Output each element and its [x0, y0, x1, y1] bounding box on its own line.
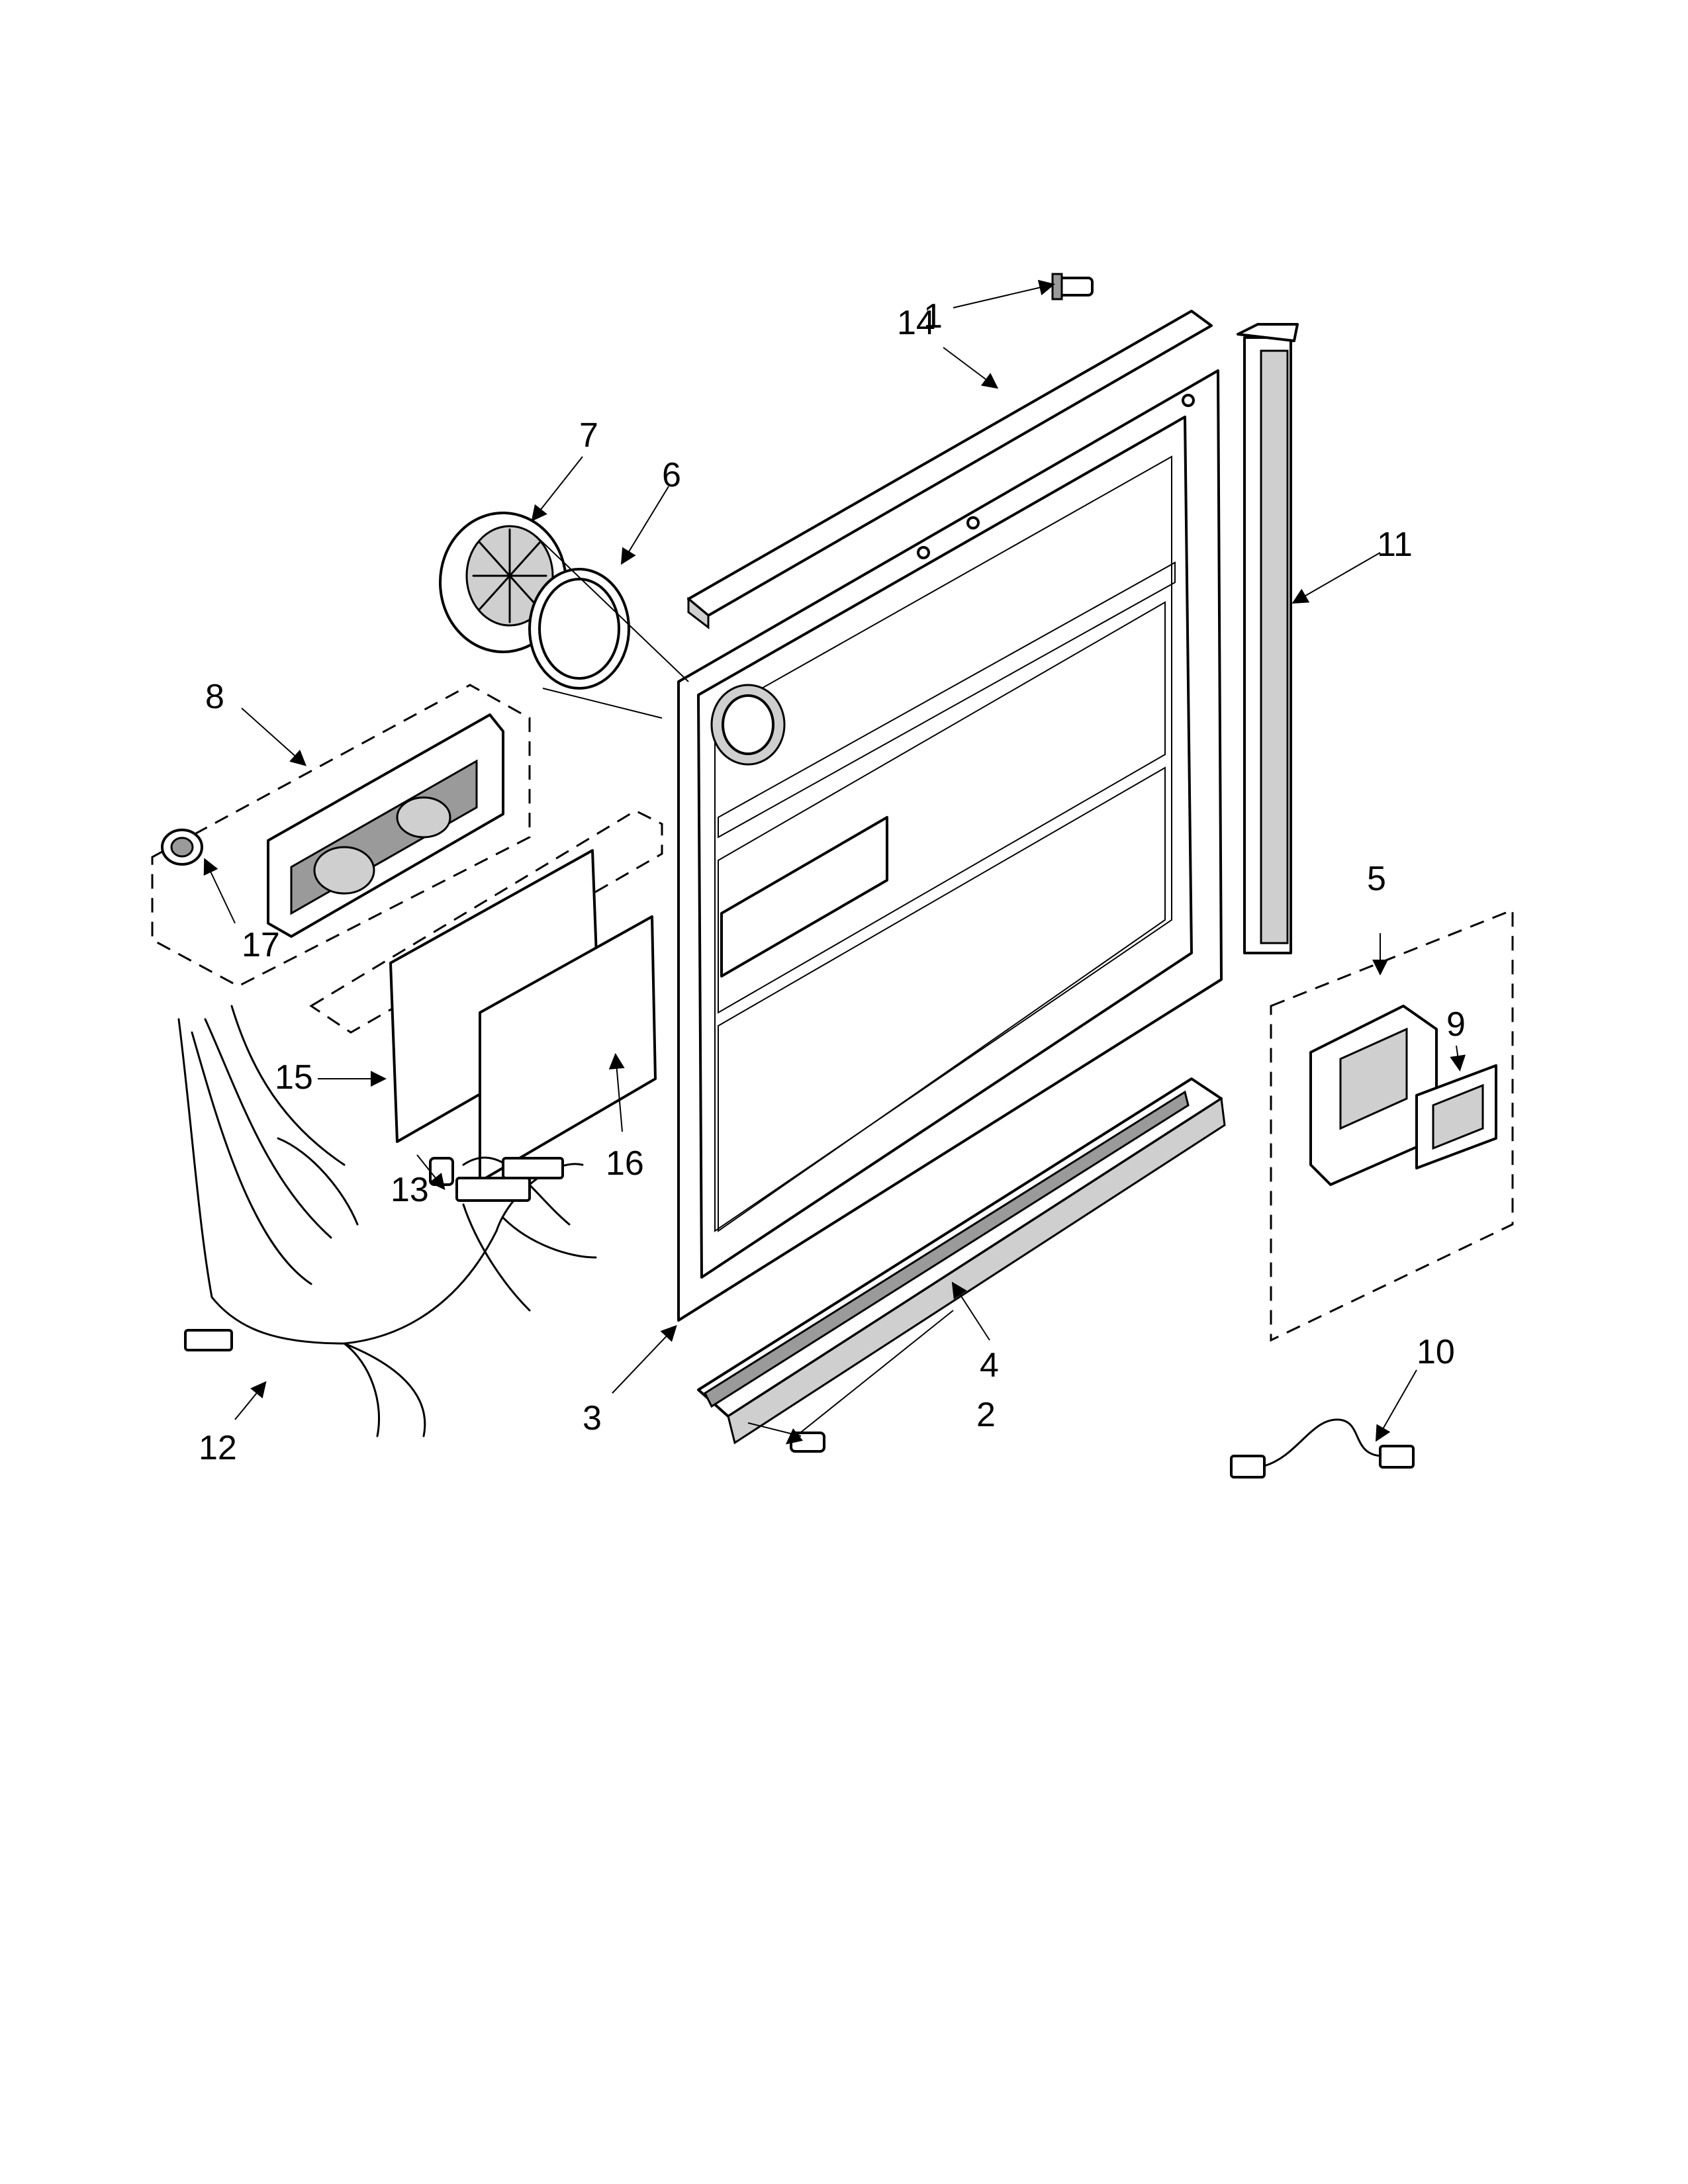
- part-side-seal: [1237, 323, 1299, 954]
- part-small-screw: [429, 1157, 454, 1186]
- callout-10: 10: [1417, 1333, 1455, 1371]
- callout-8: 8: [205, 678, 224, 716]
- callout-3: 3: [583, 1399, 602, 1437]
- part-screw-top: [1051, 273, 1094, 300]
- callout-15: 15: [275, 1058, 313, 1097]
- callout-12: 12: [199, 1429, 237, 1467]
- part-door-panel: [677, 369, 1223, 1322]
- callout-14: 14: [897, 304, 935, 342]
- callout-9: 9: [1446, 1005, 1466, 1044]
- leader-lines: [203, 279, 1466, 1445]
- part-bottom-trim: [697, 1077, 1226, 1445]
- part-wire-connector: [1230, 1418, 1415, 1479]
- callout-6: 6: [662, 456, 681, 494]
- part-small-gasket: [1415, 1064, 1497, 1169]
- part-control-housing: [151, 684, 531, 987]
- part-top-strip: [687, 310, 1213, 630]
- part-latch-assembly: [1270, 908, 1514, 1342]
- callout-2: 2: [976, 1396, 996, 1434]
- callout-13: 13: [391, 1171, 429, 1209]
- callout-1: 1: [923, 297, 943, 336]
- board-group-outline: [309, 809, 663, 1034]
- callout-4: 4: [980, 1346, 999, 1385]
- callout-16: 16: [606, 1144, 644, 1183]
- part-ring-gasket: [528, 568, 630, 690]
- callout-7: 7: [579, 416, 598, 455]
- callout-5: 5: [1367, 860, 1386, 898]
- part-knob: [161, 829, 203, 866]
- part-wiring-harness: [177, 1005, 597, 1437]
- callout-11: 11: [1377, 525, 1413, 564]
- callout-labels: 1 2 3 4 5 6 7 8 9 10 11 12 13 14 15 16 1…: [199, 297, 1466, 1467]
- callout-17: 17: [242, 926, 280, 964]
- part-circuit-board: [479, 915, 657, 1183]
